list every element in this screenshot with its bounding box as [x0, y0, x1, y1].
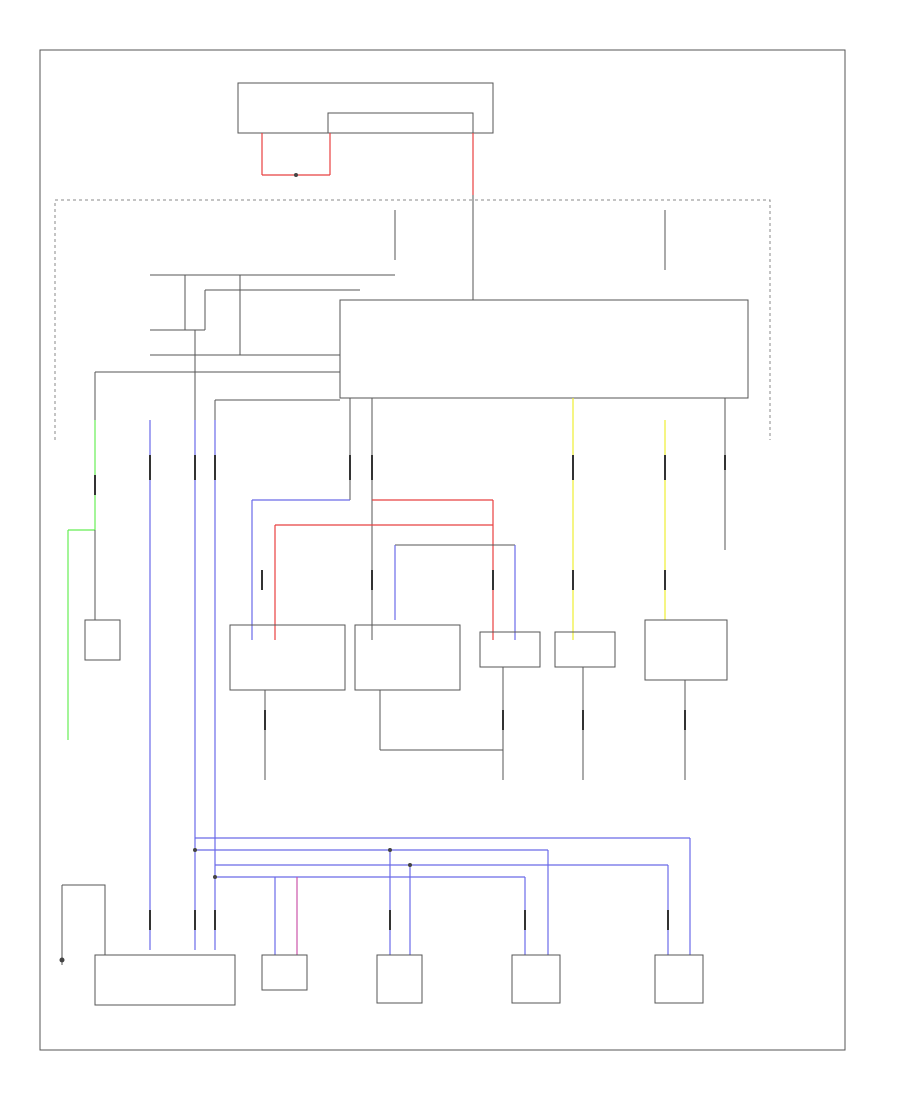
mid-components: [84, 619, 728, 780]
top-fuse-box: [237, 82, 494, 195]
lower-harness: [193, 837, 691, 955]
internal-switches: [94, 274, 395, 420]
module-output-wires: [67, 398, 726, 950]
control-module-enclosure: [54, 195, 771, 440]
control-unit: [339, 299, 749, 399]
diagram-frame: [39, 49, 846, 1051]
connector-ticks: [94, 455, 726, 930]
bottom-components: [59, 884, 704, 1006]
